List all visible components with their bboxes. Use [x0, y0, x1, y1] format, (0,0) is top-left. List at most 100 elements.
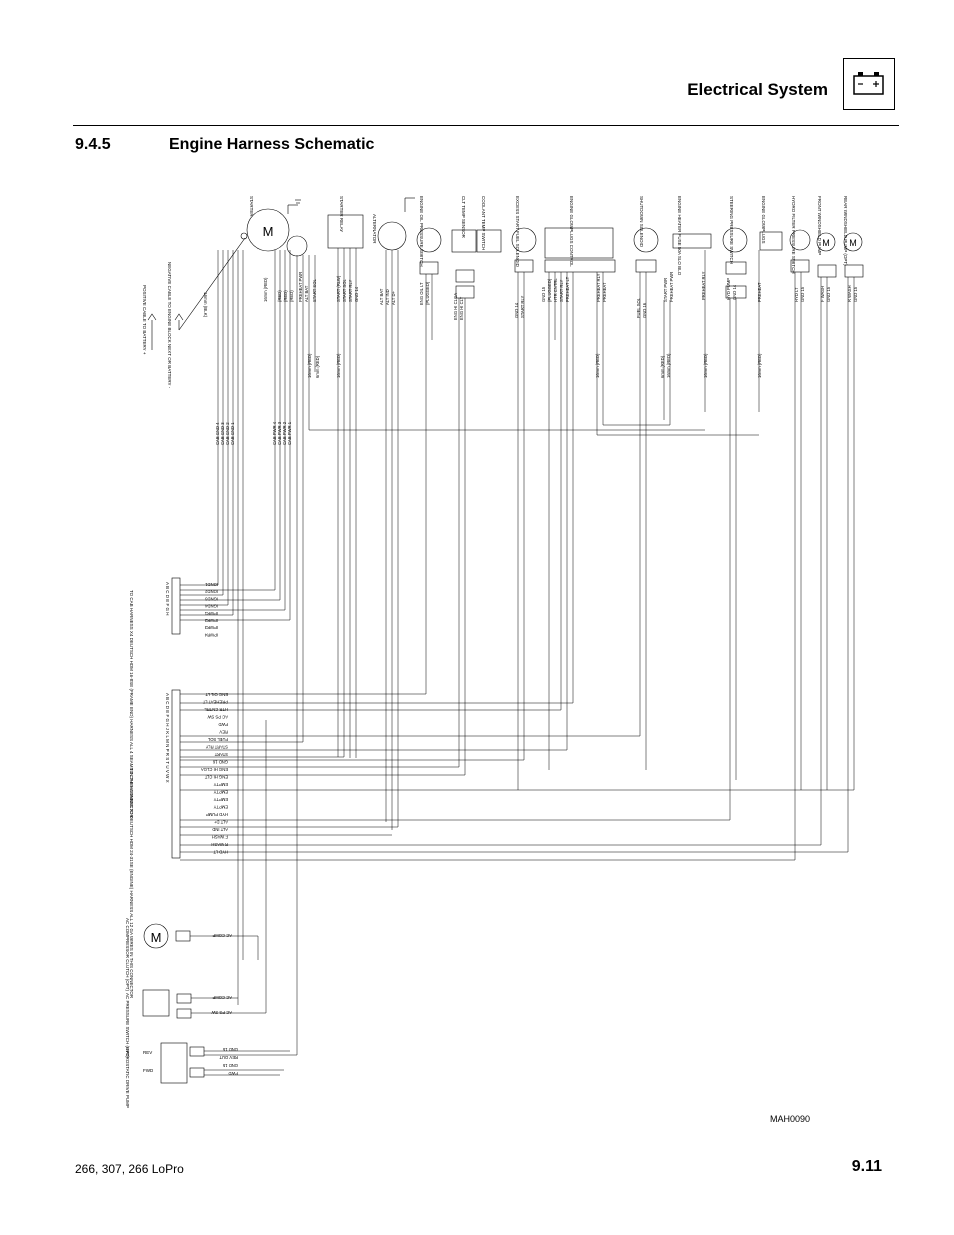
- negative-wire-size: 16mm (BLK): [203, 292, 208, 318]
- x4-wire-label-3: IGND3: [205, 596, 218, 601]
- svg-text:M: M: [822, 238, 830, 248]
- x4-wire-label-6: IPWR2: [204, 618, 218, 623]
- hydro-drive-wire-label-1: GND 15: [222, 1047, 238, 1052]
- negative-cable-label: NEGATIVE CABLE TO ENGINE BLOCK NEXT OR B…: [167, 262, 172, 389]
- section-number: 9.4.5: [75, 136, 111, 153]
- x7-wire-label-21: R WASH: [211, 842, 228, 847]
- wire-size-label-2: 6mm (RED): [315, 355, 320, 378]
- section-title: Engine Harness Schematic: [169, 136, 375, 153]
- cab-gnd-label-3: CAB GND 2: [225, 422, 230, 445]
- cab-harness-x7-label: TO CAB HARNESS X7 DEUTSCH HDM 24-31SE (E…: [129, 768, 134, 999]
- cab-harness-x4-label: TO CAB HARNESS X4 DEUTSCH HDM 16-8SE (FR…: [129, 590, 134, 819]
- x7-wire-label-22: HYD LT: [213, 850, 228, 855]
- rear-washer-wire-label-1: R WASH: [847, 285, 852, 302]
- glow-wire-label-3: HTR CNTRL: [553, 278, 558, 302]
- wire-size-label-7: 16mm (RED): [703, 353, 708, 378]
- oil-wire-label-2: (PLUGGED): [425, 281, 430, 305]
- rear-washer-label: REAR WINDSHIELD PUMP (OPT): [843, 196, 848, 266]
- x7-wire-label-6: REV: [219, 730, 228, 735]
- wire-size-label-5: 6mm (RED): [660, 355, 665, 378]
- svg-text:M: M: [263, 224, 274, 239]
- starter-label: STARTER: [249, 196, 254, 217]
- front-washer-wire-label-1: F WASH: [820, 286, 825, 302]
- cab-pwr-label-3: CAB PWR 2: [282, 421, 287, 445]
- glowplugs-label: ENGINE GLOWPLUGS: [761, 196, 766, 244]
- oil-pressure-label: ENGINE OIL PRESSURE SWITCH: [419, 196, 424, 267]
- x4-wire-label-1: IGND1: [205, 582, 218, 587]
- fwd-label: FWD: [143, 1068, 154, 1073]
- battery-icon: [843, 58, 895, 110]
- starter-wire-label-1: 16mm (RED): [263, 277, 268, 302]
- fuel-wire-label-2: START RLY: [520, 296, 525, 318]
- rear-washer-wire-label-2: GND 15: [853, 286, 858, 302]
- front-washer-wire-label-2: GND 15: [826, 286, 831, 302]
- front-washer-symbol: [816, 232, 836, 252]
- starter-relay-box: [327, 214, 364, 249]
- steering-wire-label-1: PREHEAT RLY: [701, 271, 706, 300]
- relay-wire-label-4: GND 14: [354, 286, 359, 302]
- relay-wire-label-1: START (RLW): [336, 275, 341, 302]
- wire-size-label-8: 16mm (RED): [757, 353, 762, 378]
- front-washer-label: FRONT WINDSHIELD PUMP: [817, 196, 822, 255]
- ac-sw-wire-label-1: AC COMP: [212, 995, 232, 1000]
- glow-right-wire-label-2: PREHEAT: [602, 282, 607, 302]
- wire-size-label-1: 16mm (RED): [307, 353, 312, 378]
- shutdown-label: SHUTDOWN SOLENOID: [639, 196, 644, 248]
- glow-wire-label-4: START RLY: [559, 280, 564, 302]
- glowplug-wire-label-1: PREHEAT: [757, 282, 762, 302]
- oil-pressure-switch-symbol: [416, 227, 442, 253]
- x4-wire-label-4: IGND4: [205, 604, 218, 609]
- alternator-label: ALTERNATOR: [372, 214, 377, 244]
- heater-wire-label-1: START PWR: [663, 278, 668, 302]
- coolant-sensor-label: CLT TEMP SENSOR: [461, 196, 466, 239]
- wire-size-label-4: 16mm (RED): [595, 353, 600, 378]
- x7-wire-label-7: FUEL SOL: [207, 737, 228, 742]
- wire-size-label-3: 16mm (RED): [336, 353, 341, 378]
- glow-right-wire-label-1: PREHEAT RLY: [596, 273, 601, 302]
- x7-wire-label-3: HTR CNTRL: [204, 707, 228, 712]
- x4-pin-letters: A B C D E F G H: [165, 582, 170, 616]
- steering-pressure-label: STEERING PRESSURE SWITCH: [729, 196, 734, 264]
- glow-wire-label-2: (PLUGGED): [547, 278, 552, 302]
- x7-wire-label-19: ALT IND: [212, 827, 228, 832]
- cab-gnd-label-2: CAB GND 3: [220, 422, 225, 445]
- heater-wire-label-2: PREHEAT PWR: [669, 272, 674, 302]
- x7-wire-label-5: FWD: [218, 722, 228, 727]
- hydro-wire-label-1: HYD LT: [794, 287, 799, 302]
- x7-wire-label-12: ENG HI CLT: [204, 775, 228, 780]
- x7-wire-label-16: EMPTY: [213, 805, 228, 810]
- coolant-wire-label-1: ENG HI CLGA: [453, 293, 458, 320]
- alternator-wire-label-2: ALT IND: [385, 289, 390, 305]
- x7-wire-label-9: START: [214, 752, 228, 757]
- steering-wire-label-2: HYD PUMP: [726, 278, 731, 300]
- x4-wire-label-2: IGND2: [205, 589, 218, 594]
- x4-wire-label-7: IPWR3: [204, 625, 218, 630]
- alternator-wire-label-1: ALT BAT: [379, 288, 384, 305]
- rear-washer-symbol: [843, 232, 863, 252]
- starter-wire-label-3: (RED): [283, 290, 288, 302]
- fuel-wire-label-1: GND 14: [514, 302, 519, 318]
- ac-compressor-symbol: [143, 923, 169, 949]
- x7-connector-body: [171, 689, 181, 859]
- oil-wire-label-1: ENG OIL LT: [419, 282, 424, 305]
- coolant-sensor-box: [451, 229, 477, 253]
- ac-pressure-switch-box: [142, 989, 170, 1017]
- ac-comp-wire-label: AC COMP: [212, 933, 232, 938]
- footer-models: 266, 307, 266 LoPro: [75, 1162, 184, 1176]
- glow-wire-label-1: GND 15: [541, 286, 546, 302]
- x7-wire-label-17: HYD PUMP: [206, 812, 228, 817]
- x7-wire-label-2: PREHEAT LT: [202, 700, 228, 705]
- header-rule: [73, 125, 899, 126]
- steering-wire-label-3: GND 14: [732, 284, 737, 300]
- cab-gnd-label-4: CAB GND 1: [230, 422, 235, 445]
- ac-sw-wire-label-2: AC PS SW: [211, 1010, 232, 1015]
- starter-wire-label-7: START SOL: [312, 279, 317, 302]
- starter-wire-label-6: ALT BAT: [304, 285, 309, 302]
- relay-wire-label-3: START RLY: [348, 280, 353, 302]
- coolant-switch-label: COOLANT TEMP SWITCH: [481, 196, 486, 250]
- glow-wire-label-5: PREHEAT LT: [565, 276, 570, 302]
- shutdown-wire-label-1: FUEL SOL: [636, 297, 641, 318]
- figure-id: MAH0090: [770, 1114, 811, 1124]
- starter-wire-label-4: (RED): [289, 290, 294, 302]
